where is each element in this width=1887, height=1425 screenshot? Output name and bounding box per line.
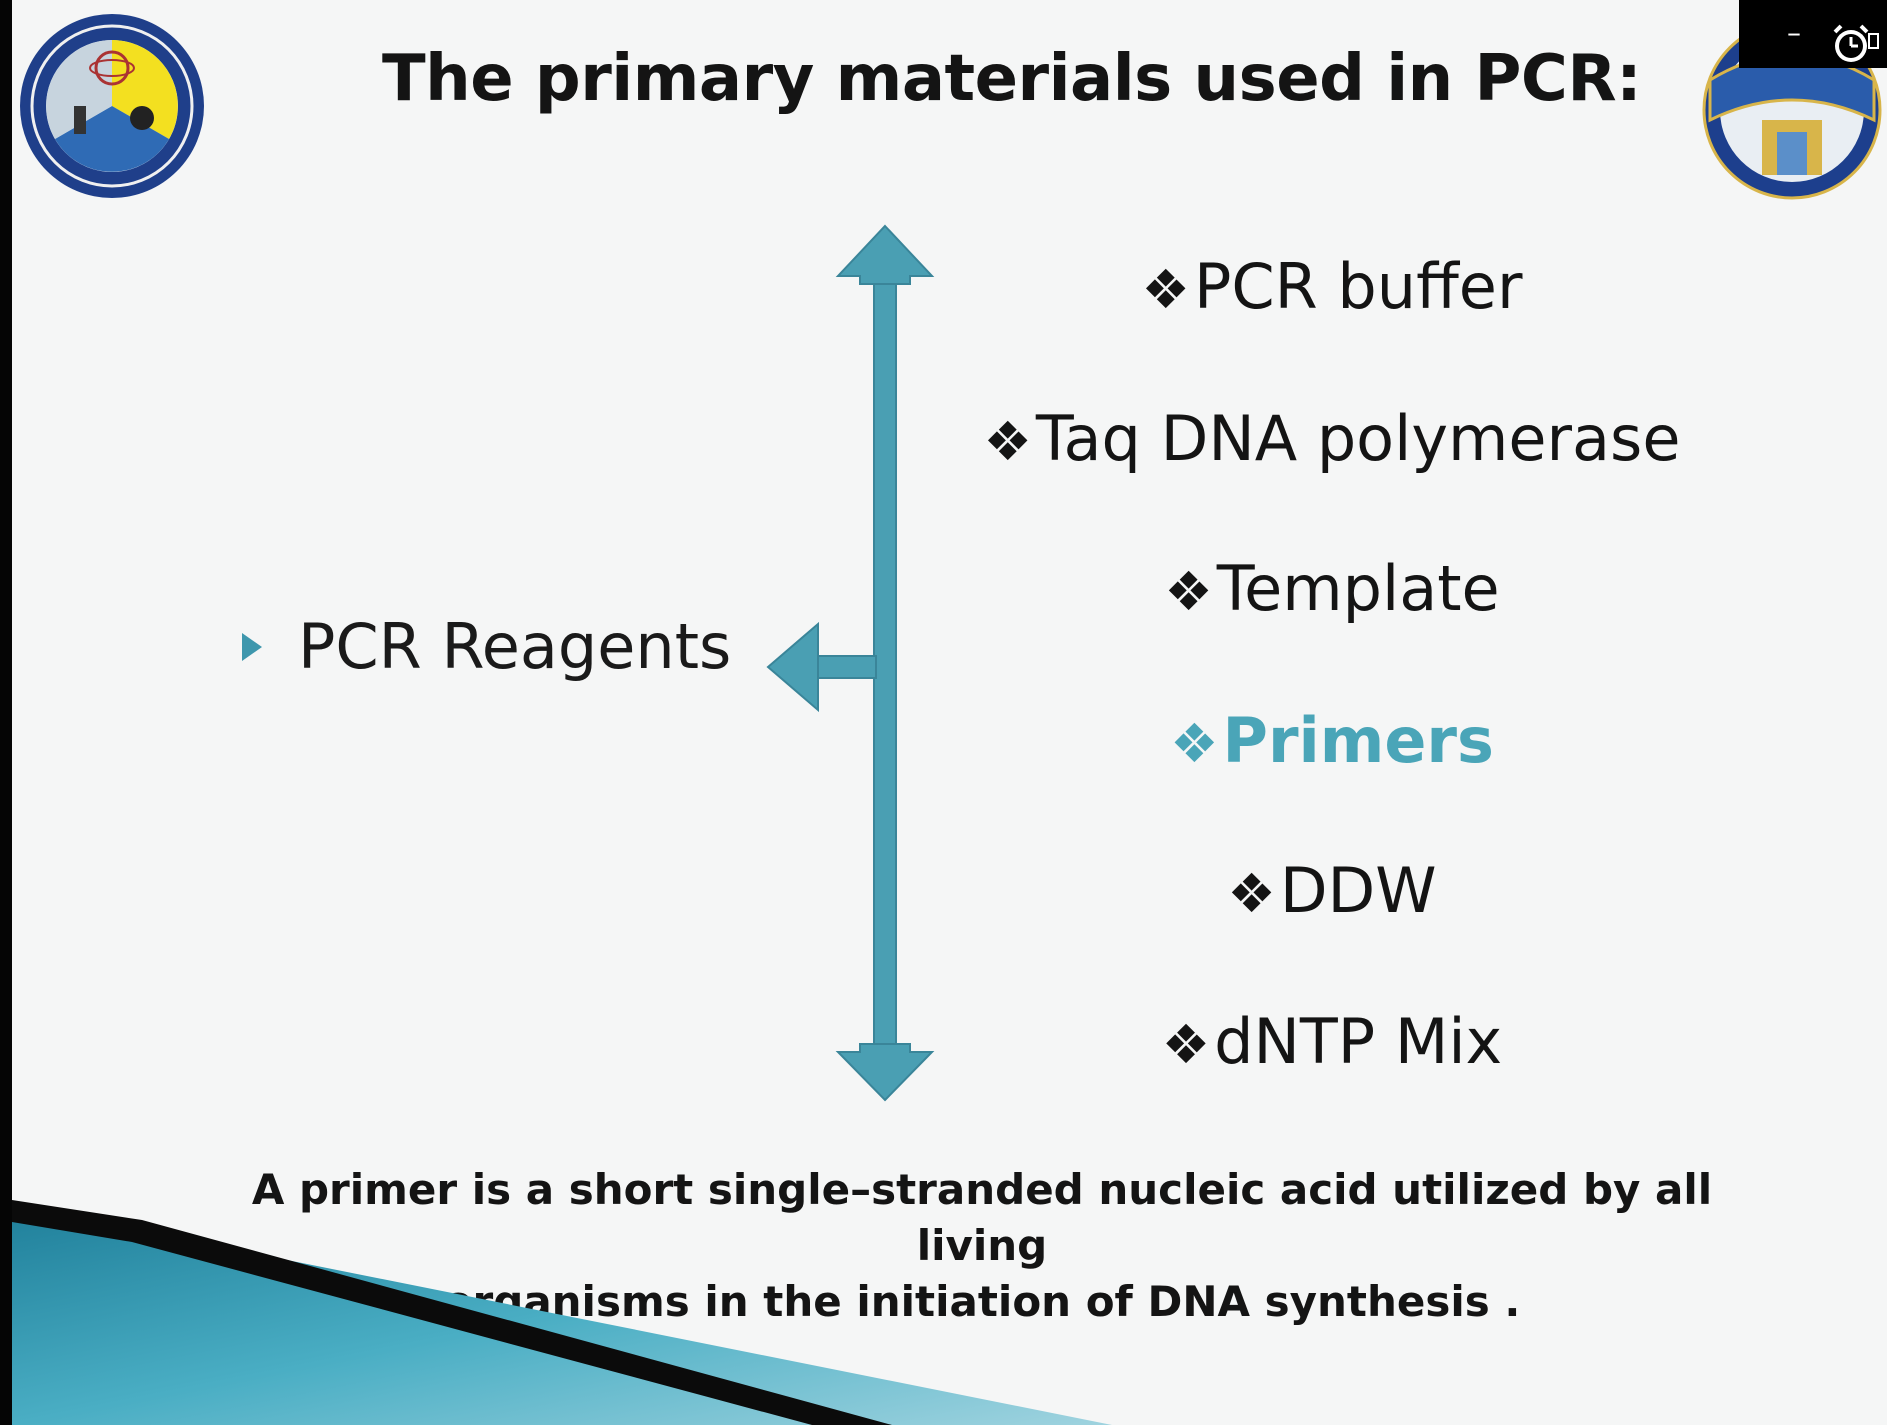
triangle-bullet-icon xyxy=(242,632,262,661)
video-overlay-controls: – xyxy=(1739,0,1887,68)
diamond-bullet-icon: ❖ xyxy=(1227,862,1276,925)
alarm-clock-icon[interactable] xyxy=(1829,20,1879,66)
primer-definition: A primer is a short single–stranded nucl… xyxy=(182,1162,1782,1330)
list-item-taq-polymerase: ❖Taq DNA polymerase xyxy=(983,402,1681,475)
diamond-bullet-icon: ❖ xyxy=(1161,1013,1211,1076)
college-of-science-logo xyxy=(20,14,204,198)
slide-title: The primary materials used in PCR: xyxy=(382,42,1642,116)
caption-line-2: organisms in the initiation of DNA synth… xyxy=(443,1277,1521,1326)
branch-arrow-diagram xyxy=(766,224,935,1102)
decorative-corner-swoosh xyxy=(12,1200,1112,1425)
list-item-template: ❖Template xyxy=(1164,552,1500,625)
list-item-primers: ❖Primers xyxy=(1170,704,1494,777)
diamond-bullet-icon: ❖ xyxy=(1170,712,1219,775)
diamond-bullet-icon: ❖ xyxy=(1164,560,1213,623)
diamond-bullet-icon: ❖ xyxy=(983,410,1032,473)
list-item-dntp-mix: ❖dNTP Mix xyxy=(1161,1005,1503,1078)
caption-line-1: A primer is a short single–stranded nucl… xyxy=(251,1165,1713,1270)
screen-left-edge xyxy=(0,0,12,1425)
list-item-pcr-buffer: ❖PCR buffer xyxy=(1141,250,1523,323)
reagents-label: PCR Reagents xyxy=(298,610,732,683)
list-item-ddw: ❖DDW xyxy=(1227,854,1437,927)
diamond-bullet-icon: ❖ xyxy=(1141,258,1190,321)
reagents-group: PCR Reagents xyxy=(238,610,731,683)
presentation-slide: The primary materials used in PCR: PCR R… xyxy=(12,0,1887,1425)
minimize-button[interactable]: – xyxy=(1787,16,1801,49)
